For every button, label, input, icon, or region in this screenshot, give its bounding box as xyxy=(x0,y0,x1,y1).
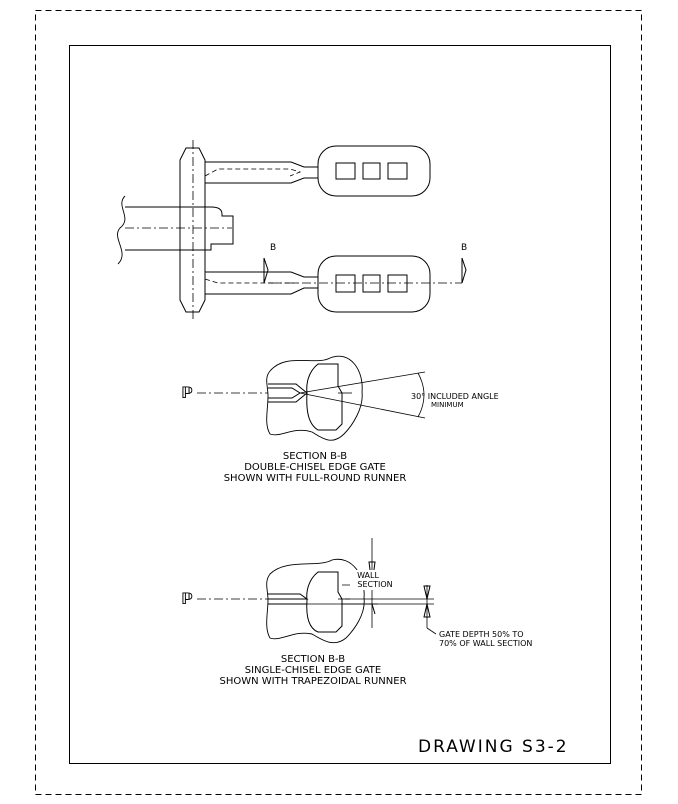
section-marker-left: B xyxy=(270,243,276,253)
lower-branch-runner xyxy=(205,271,318,295)
gate-dim-arrow-top xyxy=(423,585,431,600)
sprue xyxy=(125,206,234,251)
section-2-view: ℙ WALL SECTION GATE DEPTH 50% TO 70% OF … xyxy=(181,538,532,687)
upper-cavity-slot-1 xyxy=(335,162,356,180)
section-2-title: SECTION B-B xyxy=(281,654,345,665)
outer-dashed-border xyxy=(35,10,642,795)
gate-note-leader xyxy=(426,627,437,635)
section-2-mold-outline xyxy=(266,558,365,644)
section-1-view: ℙ 30° INCLUDED ANGLE MINIMUM SECTION B-B… xyxy=(181,355,499,484)
gate-note-line-1: GATE DEPTH 50% TO xyxy=(439,630,524,639)
upper-cavity-slot-3 xyxy=(387,162,408,180)
lower-cavity-slot-1 xyxy=(335,274,356,293)
vertical-runner xyxy=(179,147,206,313)
section-1-caption-line-3: SHOWN WITH FULL-ROUND RUNNER xyxy=(224,473,407,484)
upper-branch-runner xyxy=(205,161,318,184)
upper-branch-hidden xyxy=(204,168,302,177)
lower-cavity xyxy=(317,255,431,313)
lower-branch-hidden xyxy=(204,278,300,284)
centerline-symbol-2: ℙ xyxy=(181,589,193,608)
runner-plan-view: B B xyxy=(117,140,467,320)
angle-note-line-1: 30° INCLUDED ANGLE xyxy=(411,392,499,401)
wall-label-mask xyxy=(350,570,400,590)
upper-cavity xyxy=(317,145,431,197)
centerline-symbol-1: ℙ xyxy=(181,383,193,402)
section-2-inner-profile xyxy=(306,571,343,633)
drawing-number: DRAWING S3-2 xyxy=(418,737,569,757)
inner-frame xyxy=(69,45,611,764)
single-chisel-gate xyxy=(268,593,309,605)
section-1-caption-line-2: DOUBLE-CHISEL EDGE GATE xyxy=(244,462,386,473)
section-1-inner-profile xyxy=(306,363,343,431)
gate-dim-arrow-bottom xyxy=(423,603,431,618)
lower-cavity-slot-2 xyxy=(362,274,381,293)
gate-note-line-2: 70% OF WALL SECTION xyxy=(439,639,532,648)
section-marker-right: B xyxy=(461,243,467,253)
lower-cavity-slot-3 xyxy=(387,274,408,293)
angle-note-line-2: MINIMUM xyxy=(431,401,464,409)
section-arrow-left xyxy=(263,257,269,284)
wall-label-line-1: WALL xyxy=(357,571,379,580)
section-2-caption-line-3: SHOWN WITH TRAPEZOIDAL RUNNER xyxy=(219,676,406,687)
angle-dimension-arc xyxy=(417,372,425,418)
section-2-caption-line-2: SINGLE-CHISEL EDGE GATE xyxy=(245,665,381,676)
sprue-break-line xyxy=(117,195,126,265)
angle-line-lower xyxy=(299,392,426,419)
section-1-title: SECTION B-B xyxy=(283,451,347,462)
angle-line-upper xyxy=(299,371,426,394)
section-1-mold-outline xyxy=(266,355,363,441)
upper-cavity-slot-2 xyxy=(362,162,381,180)
section-arrow-right xyxy=(461,257,467,284)
wall-label-line-2: SECTION xyxy=(357,580,392,589)
